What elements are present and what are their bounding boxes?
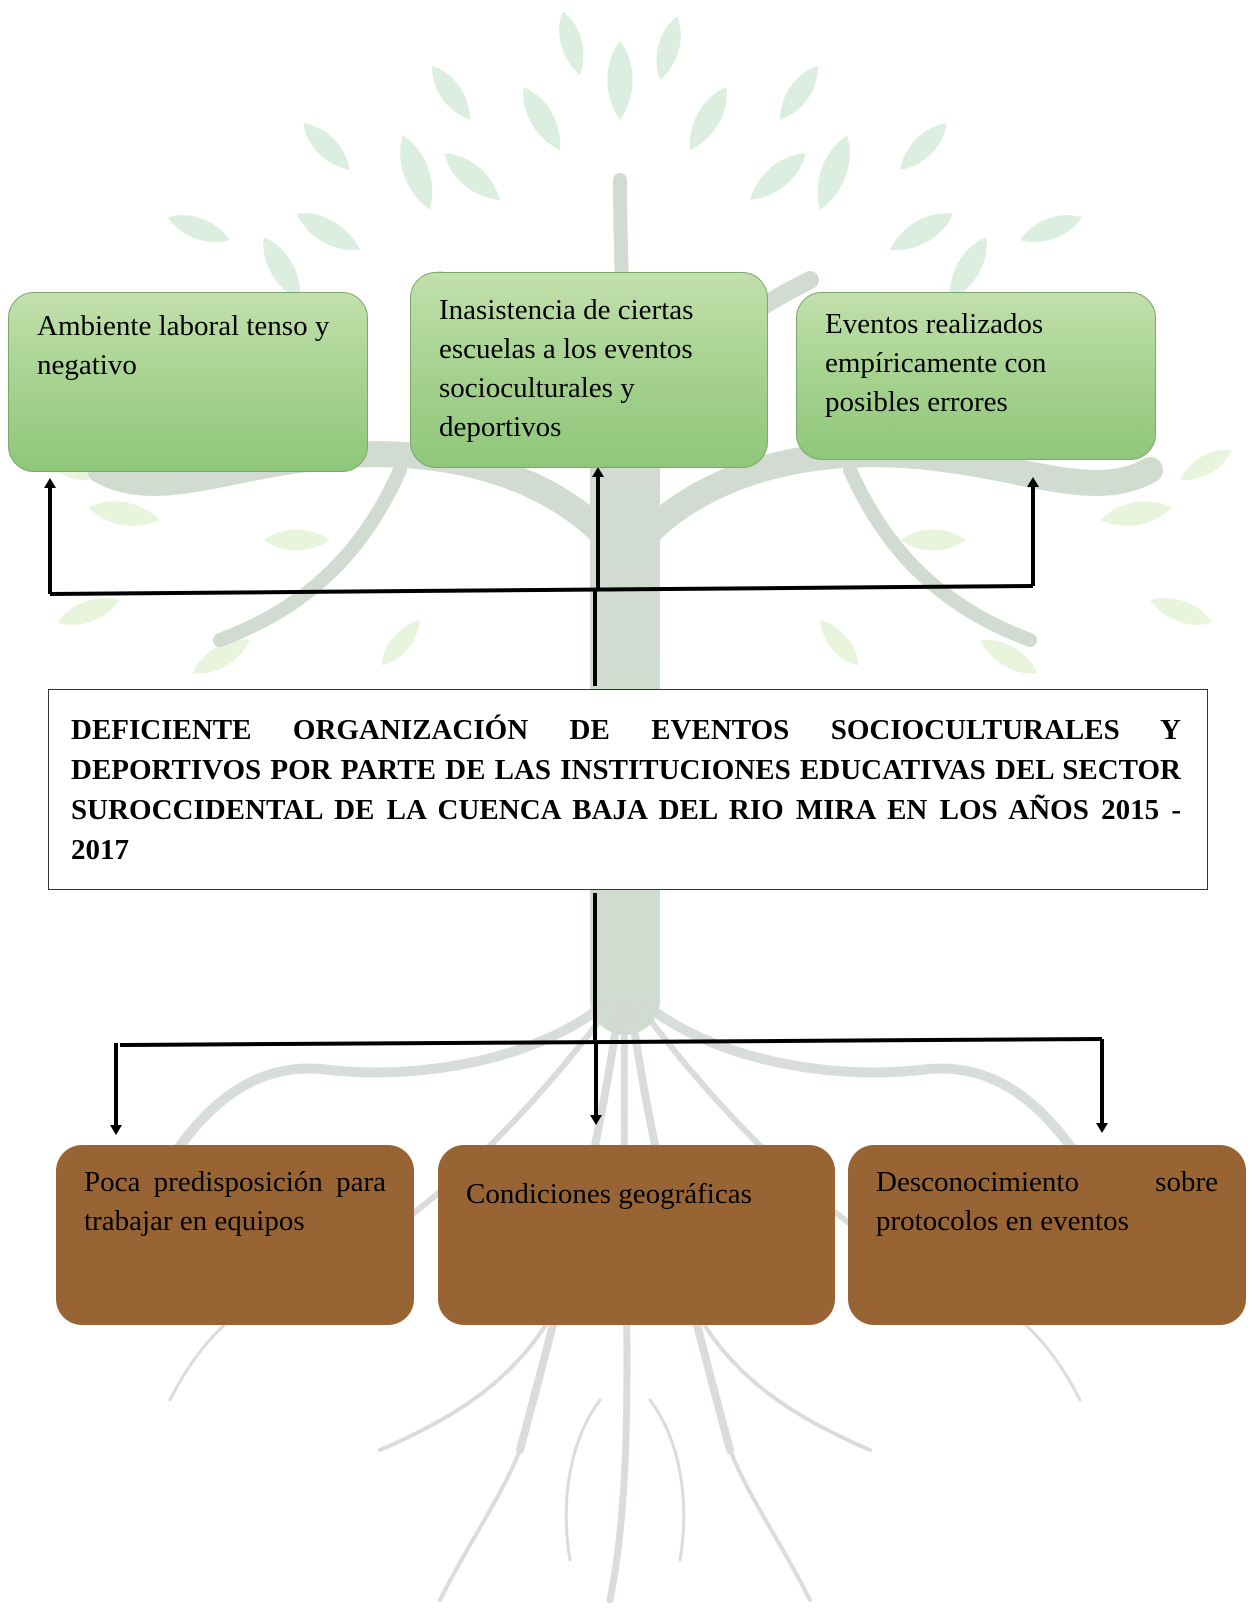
effect-box-2: Inasistencia de ciertas escuelas a los e… <box>410 272 768 468</box>
effect-box-1: Ambiente laboral tenso y negativo <box>8 292 368 472</box>
effect-box-3: Eventos realizados empíricamente con pos… <box>796 292 1156 460</box>
cause-box-1: Poca predisposición para trabajar en equ… <box>56 1145 414 1325</box>
cause-box-2: Condiciones geográficas <box>438 1145 835 1325</box>
effect-label: Inasistencia de ciertas escuelas a los e… <box>439 294 694 443</box>
central-problem-label: DEFICIENTE ORGANIZACIÓN DE EVENTOS SOCIO… <box>71 714 1181 866</box>
effects-bar-line <box>49 584 1034 596</box>
effect-label: Eventos realizados empíricamente con pos… <box>825 308 1047 418</box>
causes-bar-line <box>119 1037 1103 1047</box>
cause-label: Desconocimiento sobre protocolos en even… <box>876 1166 1218 1237</box>
effect-label: Ambiente laboral tenso y negativo <box>37 310 330 381</box>
central-problem-box: DEFICIENTE ORGANIZACIÓN DE EVENTOS SOCIO… <box>48 689 1208 890</box>
cause-box-3: Desconocimiento sobre protocolos en even… <box>848 1145 1246 1325</box>
cause-label: Poca predisposición para trabajar en equ… <box>84 1166 386 1237</box>
cause-label: Condiciones geográficas <box>466 1178 752 1210</box>
